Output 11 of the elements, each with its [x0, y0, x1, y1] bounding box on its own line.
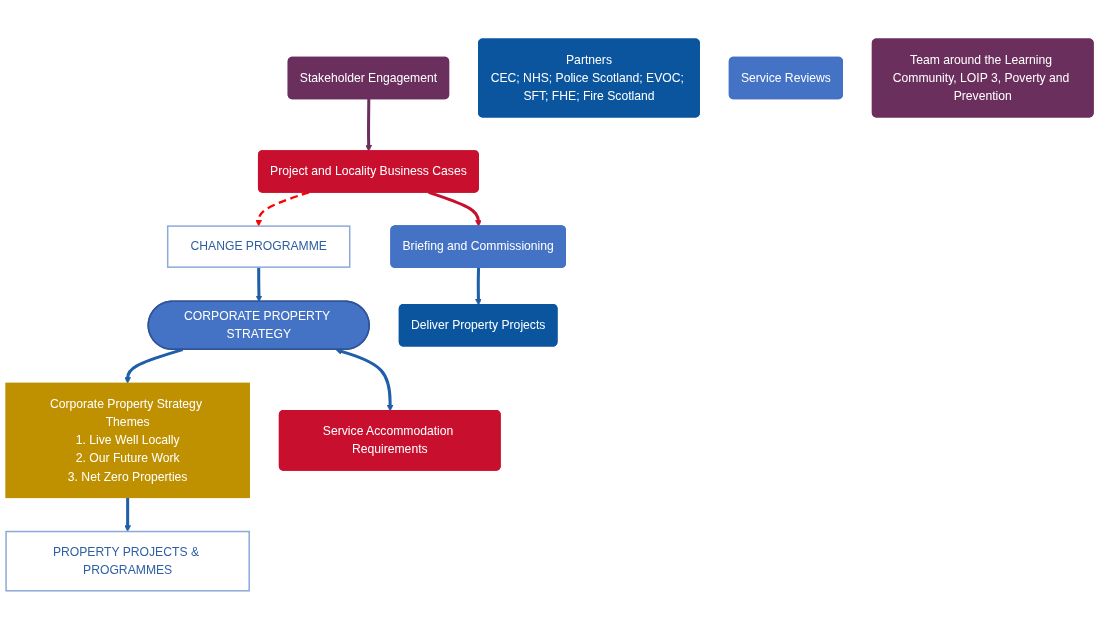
arrow	[428, 190, 482, 227]
arrow	[124, 348, 184, 384]
node-box: CHANGE PROGRAMME	[166, 225, 351, 268]
arrow	[365, 98, 372, 152]
arrow	[475, 267, 482, 306]
arrow	[124, 497, 131, 532]
node-box: PROPERTY PROJECTS & PROGRAMMES	[5, 530, 250, 592]
arrow	[255, 267, 263, 302]
arrow	[335, 348, 394, 412]
arrow	[255, 191, 310, 227]
node-box: Corporate Property Strategy Themes 1. Live Well Locally 2. Our Future Work 3. Net Zero Properties	[5, 382, 250, 499]
